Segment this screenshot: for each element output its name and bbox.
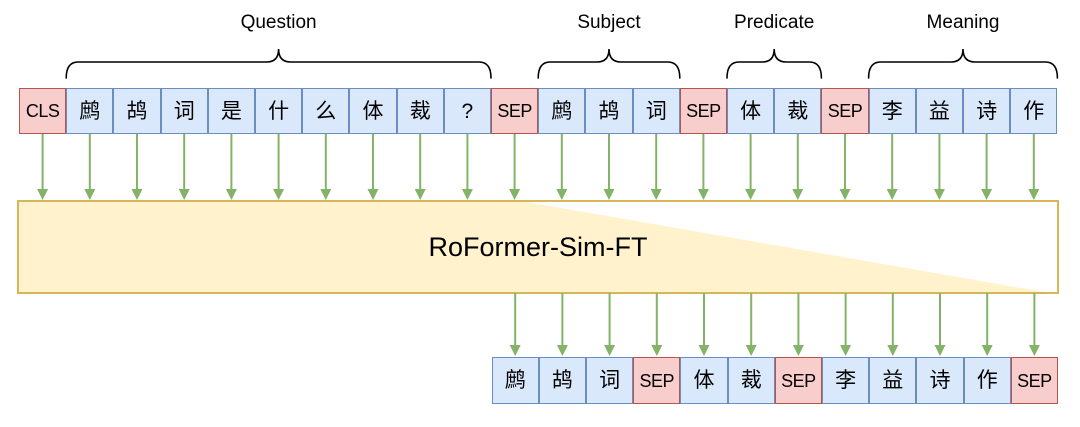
brace-meaning — [867, 48, 1059, 79]
output-token-5: 裁 — [727, 357, 775, 404]
output-arrow-1-head-icon — [556, 345, 568, 356]
model-box-border — [17, 200, 1059, 294]
input-token-7: 体 — [349, 88, 397, 134]
input-arrow-0-head-icon — [37, 189, 49, 200]
input-token-11: 鹧 — [538, 88, 586, 134]
input-arrow-8-head-icon — [414, 189, 426, 200]
output-token-8: 益 — [869, 357, 917, 404]
output-arrow-10-head-icon — [981, 345, 993, 356]
input-token-6: 么 — [302, 88, 350, 134]
input-token-9: ? — [443, 88, 491, 134]
input-arrow-18-head-icon — [886, 189, 898, 200]
input-token-18: 李 — [868, 88, 916, 134]
output-arrow-5-head-icon — [745, 345, 757, 356]
input-arrow-11-head-icon — [556, 189, 568, 200]
model-label: RoFormer-Sim-FT — [428, 232, 648, 262]
input-token-21: 作 — [1010, 88, 1058, 134]
output-arrow-0-head-icon — [509, 345, 521, 356]
input-token-3: 词 — [160, 88, 208, 134]
input-arrow-1-head-icon — [84, 189, 96, 200]
output-arrow-11-head-icon — [1028, 345, 1040, 356]
output-token-1: 鸪 — [538, 357, 586, 404]
input-token-8: 裁 — [396, 88, 444, 134]
input-token-2: 鸪 — [113, 88, 161, 134]
input-arrow-15-head-icon — [745, 189, 757, 200]
input-arrow-17-head-icon — [839, 189, 851, 200]
input-token-19: 益 — [915, 88, 963, 134]
segment-label-meaning: Meaning — [926, 12, 1000, 33]
brace-subject — [537, 48, 681, 79]
input-arrow-20-head-icon — [981, 189, 993, 200]
output-token-4: 体 — [680, 357, 728, 404]
brace-question — [65, 48, 492, 79]
output-token-10: 作 — [963, 357, 1011, 404]
input-token-4: 是 — [207, 88, 255, 134]
input-arrow-7-head-icon — [367, 189, 379, 200]
input-token-15: 体 — [727, 88, 775, 134]
input-arrow-10-head-icon — [509, 189, 521, 200]
input-arrow-9-head-icon — [461, 189, 473, 200]
output-token-7: 李 — [822, 357, 870, 404]
output-arrow-9-head-icon — [934, 345, 946, 356]
input-token-10: SEP — [491, 88, 539, 134]
output-token-0: 鹧 — [491, 357, 539, 404]
input-token-16: 裁 — [774, 88, 822, 134]
input-arrow-5-head-icon — [273, 189, 285, 200]
input-arrow-4-head-icon — [225, 189, 237, 200]
input-token-1: 鹧 — [66, 88, 114, 134]
input-token-12: 鸪 — [585, 88, 633, 134]
input-arrow-6-head-icon — [320, 189, 332, 200]
model-highlight-wedge — [19, 202, 1044, 292]
output-token-2: 词 — [586, 357, 634, 404]
input-arrow-2-head-icon — [131, 189, 143, 200]
output-arrow-8-head-icon — [887, 345, 899, 356]
input-token-17: SEP — [821, 88, 869, 134]
segment-label-predicate: Predicate — [734, 12, 815, 33]
output-arrow-2-head-icon — [604, 345, 616, 356]
segment-label-subject: Subject — [577, 12, 641, 33]
input-token-14: SEP — [679, 88, 727, 134]
input-arrow-13-head-icon — [650, 189, 662, 200]
input-arrow-14-head-icon — [697, 189, 709, 200]
segment-label-question: Question — [240, 12, 317, 33]
input-arrow-16-head-icon — [792, 189, 804, 200]
output-token-11: SEP — [1010, 357, 1058, 404]
output-arrow-4-head-icon — [698, 345, 710, 356]
output-token-9: 诗 — [916, 357, 964, 404]
input-token-20: 诗 — [963, 88, 1011, 134]
input-token-5: 什 — [255, 88, 303, 134]
input-token-13: 词 — [632, 88, 680, 134]
output-token-3: SEP — [633, 357, 681, 404]
input-token-0: CLS — [19, 88, 67, 134]
output-token-6: SEP — [774, 357, 822, 404]
input-arrow-3-head-icon — [178, 189, 190, 200]
input-arrow-19-head-icon — [933, 189, 945, 200]
input-arrow-12-head-icon — [603, 189, 615, 200]
output-arrow-7-head-icon — [840, 345, 852, 356]
input-arrow-21-head-icon — [1028, 189, 1040, 200]
output-arrow-3-head-icon — [651, 345, 663, 356]
brace-predicate — [726, 48, 823, 79]
output-arrow-6-head-icon — [792, 345, 804, 356]
